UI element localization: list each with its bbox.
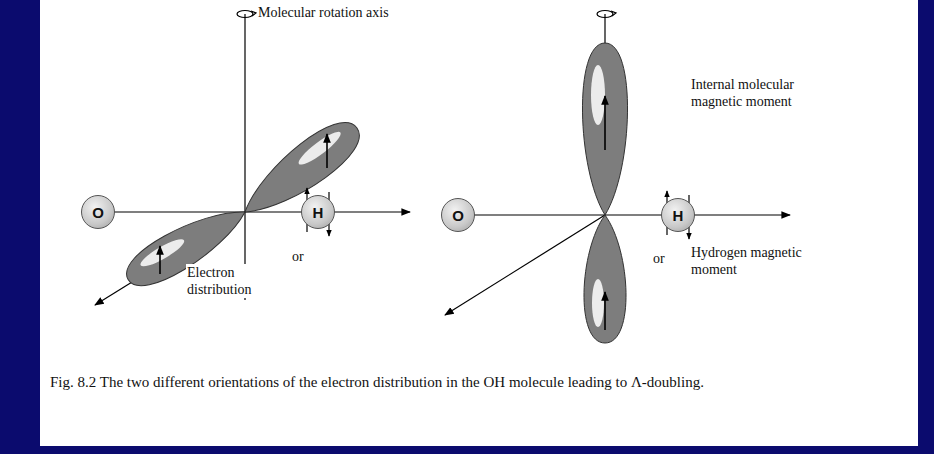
hydrogen-atom: H [301, 195, 335, 229]
axis-label: Molecular rotation axis [257, 4, 429, 21]
rotation-arrow [251, 11, 256, 16]
lobe-label: Electron distribution [186, 264, 266, 298]
hydrogen-atom: H [661, 198, 695, 232]
atom-symbol: H [313, 205, 324, 220]
moment-arrow [604, 96, 606, 150]
oxygen-atom: O [441, 198, 475, 232]
molecular-axis [450, 214, 790, 215]
atom-symbol: O [452, 208, 464, 223]
atom-symbol: O [92, 205, 104, 220]
figure-caption: Fig. 8.2 The two different orientations … [50, 372, 890, 393]
rotation-arrow [611, 11, 616, 16]
rotation-symbol [237, 11, 253, 18]
moment-label: Hydrogen magnetic moment [690, 244, 814, 278]
or-label: or [652, 250, 674, 267]
moment-arrow [604, 292, 606, 330]
oxygen-atom: O [81, 195, 115, 229]
depth-axis [445, 215, 605, 315]
electron-lobe [584, 215, 626, 343]
moment-arrow [326, 134, 328, 168]
atom-symbol: H [673, 208, 684, 223]
electron-lobe [582, 43, 627, 215]
rotation-symbol [597, 11, 613, 18]
or-label: or [291, 248, 313, 265]
moment-label: Internal molecular magnetic moment [690, 76, 820, 110]
electron-lobe [232, 111, 369, 229]
moment-arrow [159, 246, 161, 274]
rotation-axis [244, 14, 245, 300]
